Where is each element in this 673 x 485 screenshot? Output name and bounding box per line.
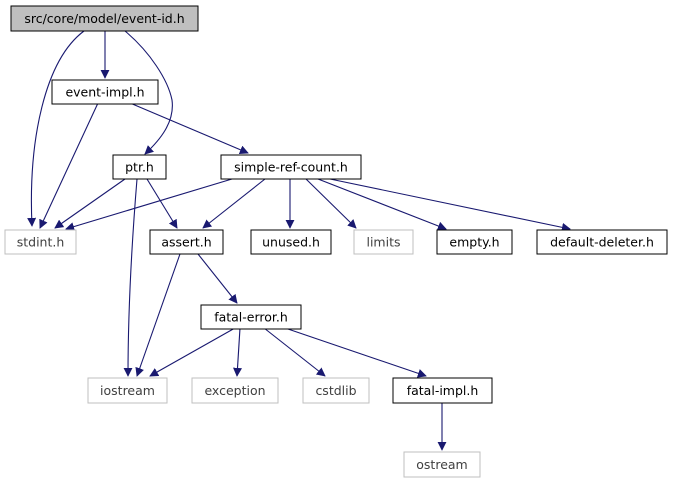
edge-assert-to-fatal-error [197,253,238,304]
node-assert-label: assert.h [161,235,211,250]
edge-ptr-to-assert [146,178,178,229]
node-event-impl-label: event-impl.h [65,85,144,100]
node-ostream-label: ostream [416,457,467,472]
node-iostream[interactable]: iostream [87,377,168,404]
edge-ptr-to-stdint [54,178,126,229]
edge-ptr-to-iostream [123,178,138,377]
edge-simple-ref-count-to-limits [305,178,357,229]
node-simple-ref-count[interactable]: simple-ref-count.h [220,154,362,180]
nodes-layer: src/core/model/event-id.h event-impl.h p… [4,5,668,478]
node-empty[interactable]: empty.h [436,229,513,255]
node-cstdlib-label: cstdlib [315,383,356,398]
edge-fatal-error-to-exception [233,327,242,377]
node-limits-label: limits [366,235,400,250]
node-ptr[interactable]: ptr.h [112,154,167,180]
node-ostream[interactable]: ostream [403,451,481,478]
node-event-impl[interactable]: event-impl.h [51,79,159,105]
edge-simple-ref-count-to-empty [317,178,447,231]
node-empty-label: empty.h [449,235,499,250]
edge-simple-ref-count-to-stdint [65,178,233,231]
node-fatal-error[interactable]: fatal-error.h [200,304,302,330]
edge-simple-ref-count-to-default-deleter [329,178,571,232]
node-unused-label: unused.h [262,235,320,250]
node-fatal-impl[interactable]: fatal-impl.h [392,377,493,404]
node-exception-label: exception [204,383,265,398]
node-limits[interactable]: limits [353,229,414,255]
node-default-deleter[interactable]: default-deleter.h [536,229,668,255]
edge-fatal-error-to-iostream [149,327,236,377]
node-assert[interactable]: assert.h [149,229,224,255]
edge-event-impl-to-simple-ref-count [129,102,249,154]
node-iostream-label: iostream [100,383,155,398]
edge-simple-ref-count-to-assert [202,178,266,229]
edge-event-id-to-stdint [27,30,85,227]
node-cstdlib[interactable]: cstdlib [302,377,370,404]
edge-event-impl-to-stdint [39,102,99,229]
node-unused[interactable]: unused.h [250,229,332,255]
node-event-id-label: src/core/model/event-id.h [24,11,184,26]
node-fatal-error-label: fatal-error.h [214,310,288,325]
node-stdint-label: stdint.h [17,235,65,250]
node-default-deleter-label: default-deleter.h [550,235,654,250]
edge-fatal-error-to-fatal-impl [284,327,427,378]
edge-assert-to-iostream [135,253,181,377]
edge-fatal-error-to-cstdlib [263,327,326,377]
node-ptr-label: ptr.h [125,160,154,175]
node-event-id[interactable]: src/core/model/event-id.h [10,5,199,32]
node-fatal-impl-label: fatal-impl.h [407,383,479,398]
node-exception[interactable]: exception [191,377,279,404]
node-simple-ref-count-label: simple-ref-count.h [234,160,348,175]
edge-event-id-to-ptr [124,30,173,155]
node-stdint[interactable]: stdint.h [4,229,77,255]
edges-layer [27,30,571,451]
